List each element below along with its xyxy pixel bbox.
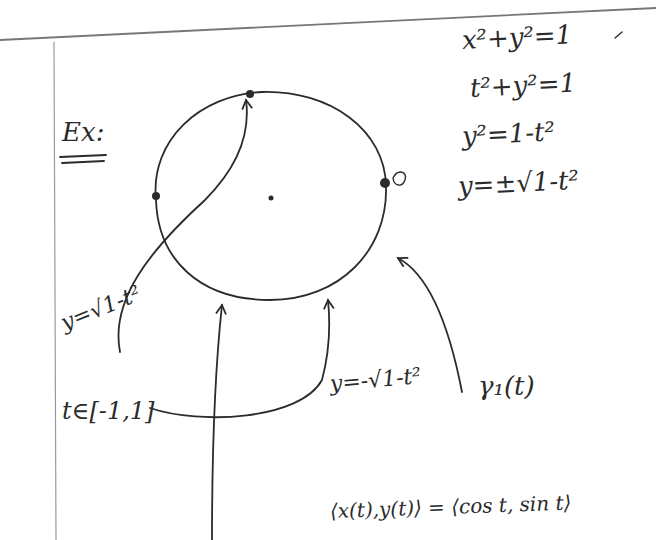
center-dot bbox=[269, 196, 274, 201]
underline bbox=[60, 155, 106, 163]
equation: t²+y²=1 bbox=[469, 68, 576, 102]
parametrization: ⟨x(t),y(t)⟩ = ⟨cos t, sin t⟩ bbox=[330, 492, 572, 522]
unit-circle bbox=[156, 92, 387, 300]
domain-label: t∈[-1,1] bbox=[62, 398, 154, 424]
point-dot bbox=[152, 192, 160, 200]
point-dot bbox=[380, 178, 390, 188]
equation: y²=1-t² bbox=[461, 117, 555, 150]
point-mark bbox=[393, 172, 406, 185]
equation: y=-√1-t² bbox=[329, 364, 422, 396]
equation: y=√1-t² bbox=[57, 281, 144, 335]
equation: x²+y²=1 bbox=[461, 20, 573, 54]
lower-half-arrow bbox=[150, 300, 329, 417]
upper-half-arrow bbox=[118, 100, 246, 352]
margin-line bbox=[54, 42, 56, 540]
curve-name: γ₁(t) bbox=[478, 372, 535, 401]
equation: y=±√1-t² bbox=[457, 166, 579, 201]
tick-mark bbox=[615, 32, 622, 38]
parametrization-arrow bbox=[212, 305, 222, 540]
example-label: Ex: bbox=[62, 118, 104, 147]
point-dot bbox=[246, 90, 254, 98]
